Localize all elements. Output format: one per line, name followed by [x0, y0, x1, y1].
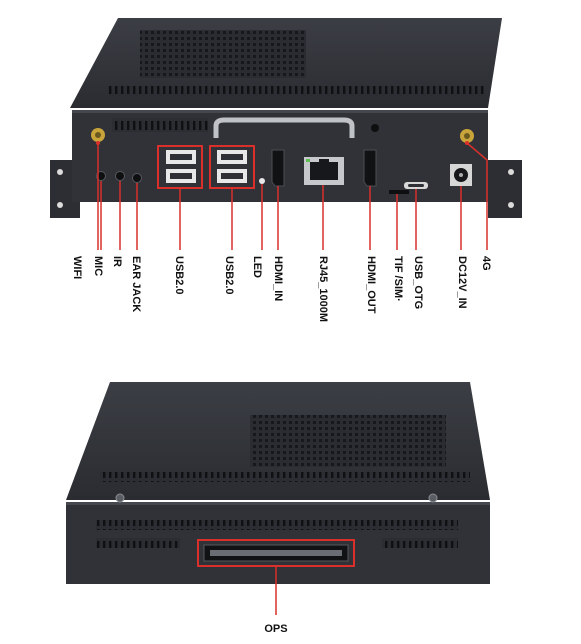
top-vent-grid	[140, 30, 306, 78]
hdmi-in-port	[271, 149, 285, 187]
leader-lines	[96, 141, 488, 250]
hdmi-out-port	[363, 149, 377, 187]
bottom-vent-strip	[100, 472, 470, 482]
top-vent-strip	[108, 86, 484, 96]
screw-right	[428, 493, 438, 503]
label-hdmi-in: HDMI_IN	[272, 256, 284, 301]
label-usb-otg: USB_OTG	[412, 256, 424, 309]
top-device	[50, 18, 522, 218]
label-ear-jack: EAR JACK	[130, 256, 142, 312]
front-vent-slots	[112, 118, 208, 132]
bottom-vent-slots-top	[96, 520, 458, 530]
right-bracket	[488, 160, 522, 218]
bottom-vent-slots-left	[96, 538, 180, 548]
tf-sim-slot	[389, 190, 409, 194]
ear-jack	[132, 173, 142, 183]
dc-in-jack	[450, 164, 472, 186]
bottom-device: OPS	[66, 382, 490, 635]
label-wifi: WIFI	[71, 256, 83, 279]
label-usb1: USB2.0	[173, 256, 185, 295]
label-led: LED	[251, 256, 263, 278]
label-tf-sim: TIF /SIM·	[392, 256, 404, 302]
label-hdmi-out: HDMI_OUT	[365, 256, 377, 314]
label-usb2: USB2.0	[223, 256, 235, 295]
label-4g: 4G	[480, 256, 492, 271]
led-indicator	[259, 178, 265, 184]
4g-antenna-connector	[460, 129, 474, 143]
label-dc-in: DC12V_IN	[456, 256, 468, 309]
carry-handle	[213, 117, 355, 138]
screw-left	[115, 493, 125, 503]
ir-jack	[115, 171, 125, 181]
label-rj45: RJ45_1000M	[317, 256, 329, 322]
bottom-vent-slots-right	[382, 538, 458, 548]
label-ir: IR	[111, 256, 123, 267]
bottom-vent-grid	[250, 415, 446, 467]
wifi-antenna-connector	[91, 128, 105, 142]
label-ops: OPS	[264, 623, 287, 635]
port-labels: WIFI MIC IR EAR JACK USB2.0 USB2.0 LED H…	[71, 256, 492, 322]
label-mic: MIC	[92, 256, 104, 276]
rj45-port	[304, 157, 344, 185]
